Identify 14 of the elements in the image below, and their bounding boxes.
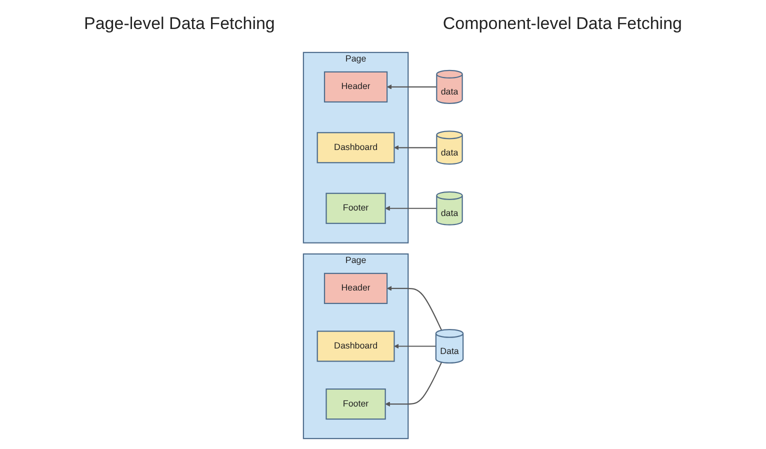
arrow — [394, 344, 436, 349]
node-box: Dashboard — [316, 330, 395, 362]
arrow — [384, 206, 436, 211]
arrow — [384, 362, 442, 407]
node-box: Footer — [325, 192, 386, 224]
arrow — [394, 145, 436, 150]
arrow — [386, 84, 436, 90]
node-box: Header — [324, 71, 388, 102]
node-box: Header — [324, 272, 388, 304]
node-box: Dashboard — [316, 132, 395, 164]
node-box: Footer — [325, 388, 386, 420]
arrow — [386, 286, 442, 331]
section-heading: Page-level Data Fetching — [84, 14, 275, 34]
section-heading: Component-level Data Fetching — [442, 14, 682, 34]
